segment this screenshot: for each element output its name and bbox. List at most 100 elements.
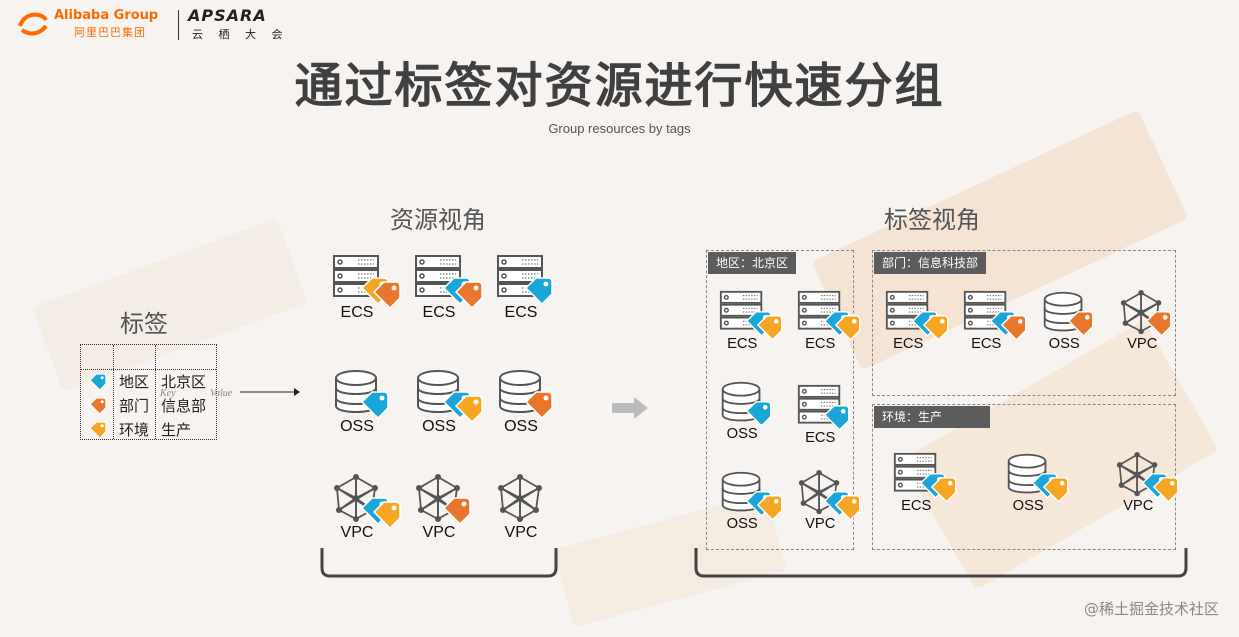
resource-bracket — [320, 548, 558, 578]
tag-icon — [89, 421, 107, 439]
tag-value: 信息部 — [161, 397, 207, 415]
resource-label: ECS — [727, 336, 758, 352]
tag-icon — [1067, 311, 1094, 337]
tag-icon — [756, 315, 783, 341]
resource-item-vpc: VPC — [1106, 452, 1179, 522]
tag-view-title: 标签视角 — [884, 206, 980, 234]
resource-item-vpc: VPC — [788, 470, 861, 540]
tag-icon — [442, 497, 471, 526]
group-label-dept: 部门：信息科技部 — [874, 252, 987, 274]
tag-icon — [1000, 315, 1027, 341]
tag-icon — [524, 391, 553, 420]
resource-label: VPC — [340, 524, 374, 541]
apsara-logo: APSARA — [188, 6, 267, 25]
tag-view-bracket — [694, 548, 1188, 578]
resource-label: ECS — [901, 498, 932, 514]
resource-label: OSS — [422, 418, 456, 435]
key-label: Key — [160, 388, 176, 399]
tag-arrow — [240, 388, 300, 396]
resource-item-ecs: ECS — [322, 254, 401, 330]
group-label-env: 环境：生产 — [874, 406, 990, 428]
tag-icon — [922, 315, 949, 341]
tag-icon — [454, 281, 483, 310]
tag-icon — [372, 281, 401, 310]
resource-label: OSS — [726, 426, 758, 442]
resource-label: ECS — [504, 304, 538, 321]
tag-key: 部门 — [119, 397, 150, 415]
resource-label: OSS — [340, 418, 374, 435]
resource-item-oss: OSS — [404, 368, 483, 444]
resource-item-ecs: ECS — [710, 290, 783, 360]
logo-divider — [178, 10, 179, 40]
resource-label: ECS — [893, 336, 924, 352]
alibaba-cn: 阿里巴巴集团 — [74, 26, 146, 39]
resource-label: ECS — [805, 336, 836, 352]
tag-table: 地区北京区部门信息部环境生产 — [80, 344, 217, 440]
resource-item-oss: OSS — [710, 470, 783, 540]
tag-icon — [372, 501, 401, 530]
resource-label: ECS — [805, 430, 836, 446]
resource-item-vpc: VPC — [486, 474, 556, 550]
resource-item-ecs: ECS — [486, 254, 556, 330]
resource-item-oss: OSS — [486, 368, 556, 444]
tag-icon — [756, 495, 783, 521]
tag-icon — [524, 277, 553, 306]
tag-icon — [1145, 311, 1172, 337]
resource-item-vpc: VPC — [404, 474, 474, 550]
network-icon — [1121, 290, 1162, 335]
resource-label: ECS — [971, 336, 1002, 352]
resource-item-vpc: VPC — [1110, 290, 1174, 360]
tag-icon — [1042, 477, 1069, 503]
tag-key: 地区 — [119, 373, 150, 391]
resource-item-ecs: ECS — [954, 290, 1027, 360]
alibaba-smile-icon — [18, 12, 48, 36]
resource-item-ecs: ECS — [788, 384, 852, 454]
tag-icon — [745, 401, 772, 427]
tag-icon — [89, 397, 107, 415]
page-title: 通过标签对资源进行快速分组 — [294, 58, 945, 114]
resource-label: ECS — [422, 304, 456, 321]
group-box-region — [706, 250, 854, 550]
tag-icon — [1152, 477, 1179, 503]
value-label: Value — [210, 388, 233, 399]
resource-item-oss: OSS — [710, 380, 774, 450]
tag-icon — [834, 495, 861, 521]
tag-key: 环境 — [119, 421, 150, 439]
tag-value: 生产 — [161, 421, 192, 439]
tags-title: 标签 — [120, 310, 168, 338]
apsara-cn: 云 栖 大 会 — [192, 28, 289, 41]
alibaba-logo: Alibaba Group 阿里巴巴集团 — [16, 8, 176, 42]
resource-item-oss: OSS — [1032, 290, 1096, 360]
resource-item-ecs: ECS — [884, 452, 957, 522]
resource-label: VPC — [504, 524, 538, 541]
resource-label: OSS — [504, 418, 538, 435]
storage-icon — [1043, 291, 1083, 332]
tag-icon — [834, 315, 861, 341]
group-label-region: 地区：北京区 — [708, 252, 797, 274]
resource-view-title: 资源视角 — [390, 206, 486, 234]
tag-icon — [89, 373, 107, 391]
tag-icon — [360, 391, 389, 420]
resource-label: OSS — [1012, 498, 1044, 514]
server-icon — [497, 255, 543, 297]
resource-label: VPC — [1123, 498, 1154, 514]
resource-item-oss: OSS — [996, 452, 1069, 522]
tag-value: 北京区 — [161, 373, 207, 391]
resource-label: OSS — [1048, 336, 1080, 352]
resource-label: VPC — [1127, 336, 1158, 352]
page-subtitle: Group resources by tags — [548, 121, 691, 136]
resource-label: OSS — [726, 516, 758, 532]
server-icon — [333, 255, 379, 297]
resource-item-vpc: VPC — [322, 474, 401, 550]
server-icon — [720, 290, 763, 330]
group-box-dept — [872, 250, 1176, 396]
resource-item-oss: OSS — [322, 368, 392, 444]
resource-item-ecs: ECS — [788, 290, 861, 360]
resource-label: ECS — [340, 304, 374, 321]
transform-arrow-icon — [612, 397, 648, 419]
tag-icon — [930, 477, 957, 503]
alibaba-brand: Alibaba Group — [54, 8, 159, 23]
group-box-env — [872, 404, 1176, 550]
resource-item-ecs: ECS — [404, 254, 483, 330]
resource-label: VPC — [805, 516, 836, 532]
